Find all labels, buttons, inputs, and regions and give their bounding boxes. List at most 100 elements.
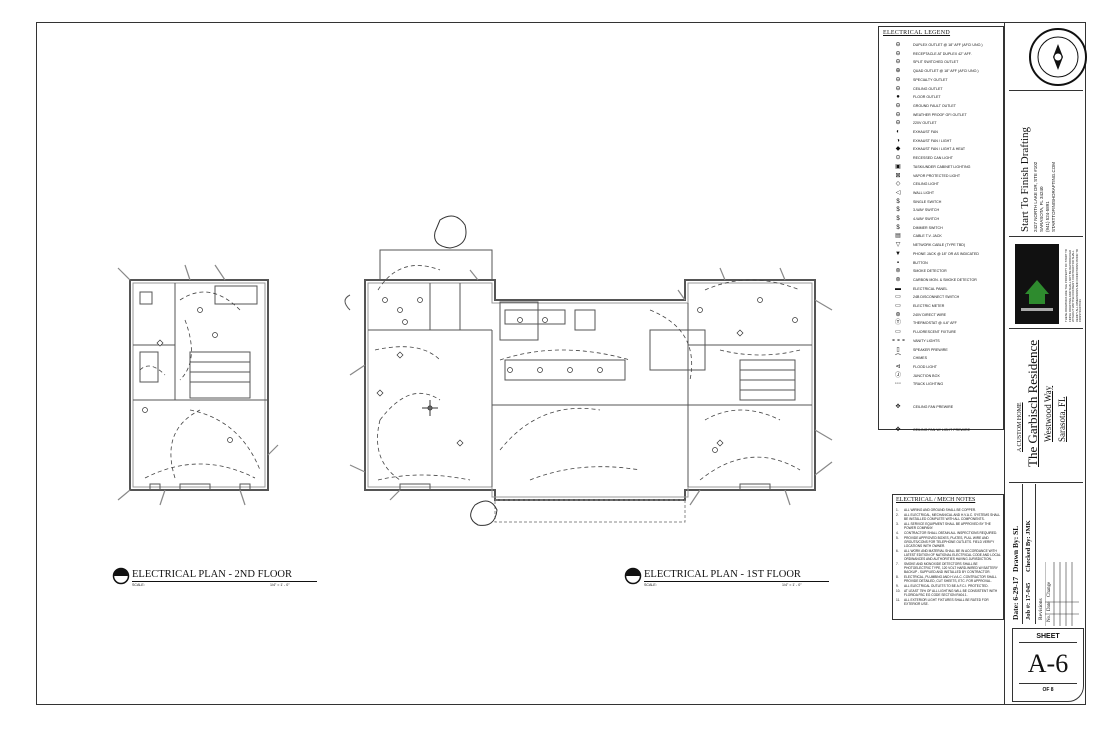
legend-item: ▪BUTTON [879, 259, 1003, 268]
note-text: ALL WORK AND MATERIAL SHALL BE IN ACCORD… [904, 549, 1001, 561]
revisions-grid [1045, 562, 1079, 626]
220v-outlet-icon: ⊖ [895, 120, 901, 127]
carbon-monoxide-detector-icon: ⊚ [895, 276, 901, 283]
track-lighting-icon: ◦◦◦ [894, 381, 902, 388]
title-block: Start To Finish Drafting 2427 NORTH LAKE… [1004, 22, 1087, 705]
job-number: Job #: 17-045 [1025, 582, 1032, 620]
section-marker-icon [624, 567, 642, 585]
legend-item: ▭24B DISCONNECT SWITCH [879, 293, 1003, 302]
legend-item-label: CEILING LIGHT [913, 182, 939, 187]
legend-item-label: SPLIT SWITCHED OUTLET [913, 60, 959, 65]
legend-item-label: ELECTRIC METER [913, 304, 945, 308]
legend-item: ⌒CHIMES [879, 354, 1003, 363]
ceiling-fan-prewire-icon: ✥ [895, 404, 901, 410]
legend-item: ⊚CARBON MON. & SMOKE DETECTOR [879, 276, 1003, 285]
legend-item-label: VANITY LIGHTS [913, 338, 940, 343]
house-logo-icon [1021, 280, 1053, 311]
legend-item-label: WALL LIGHT [913, 190, 935, 195]
legend-item-label: SINGLE SWITCH [913, 199, 942, 204]
legend-item-label: EXHAUST FAN / LIGHT [913, 138, 952, 143]
phone-jack-icon: ▼ [895, 250, 901, 257]
speaker-prewire-icon: ▯ [896, 346, 900, 353]
legend-item: ⊖ RECEPTACLE AT DUPLEX 42" AFF. [879, 50, 1003, 59]
specialty-outlet-icon: ⊖ [895, 76, 901, 83]
project-type: A CUSTOM HOME [1017, 402, 1023, 452]
legend-item-label: FLOOR OUTLET [913, 95, 941, 100]
direct-wire-icon: ⊛ [895, 311, 901, 318]
floor-plans-drawing [117, 215, 833, 526]
floor-outlet-icon: ● [896, 94, 900, 101]
legend-item: ⊚ SMOKE DETECTOR [879, 267, 1003, 276]
button-icon: ▪ [896, 259, 900, 266]
company-seal-icon [1029, 28, 1087, 86]
second-floor-scale-value: 1/4" = 1' - 0" [270, 583, 290, 587]
note-text: CONTRACTOR SHALL OBTAIN ALL INSPECTIONS … [904, 531, 998, 535]
legend-item-label: TASK/UNDER CABINET LIGHTING [913, 164, 971, 169]
note-number: 11. [896, 598, 901, 602]
first-floor-plan-title: ELECTRICAL PLAN - 1ST FLOOR [644, 569, 801, 580]
note-number: 6. [896, 549, 899, 553]
thermostat-icon: Ⓣ [894, 320, 901, 327]
legend-item-label: SPEAKER PREWIRE [913, 347, 948, 352]
legend-item-label: RECEPTACLE AT DUPLEX 42" AFF. [913, 51, 972, 56]
note-text: ALL EXTERIOR LIGHT FIXTURES SHALL BE RAT… [904, 598, 989, 606]
4-way-switch-icon: $ [896, 216, 900, 222]
legend-item: ✥CEILING FAN W/ LIGHT PREWIRE [879, 426, 1003, 435]
legend-item: ▼ PHONE JACK @ 18" OR AS INDICATED [879, 250, 1003, 259]
receptacle-icon: ⊖ [895, 50, 901, 57]
legend-item: ◑EXHAUST FAN / LIGHT [879, 137, 1003, 146]
legend-item: ⊠ VAPOR PROTECTED LIGHT [879, 172, 1003, 181]
second-floor-scale-label: SCALE: [132, 583, 145, 587]
legend-item-label: PHONE JACK @ 18" OR AS INDICATED [913, 251, 979, 256]
legend-item: ⊖220V OUTLET [879, 119, 1003, 128]
ceiling-outlet-icon: ⊖ [895, 85, 901, 92]
legend-item: ⊖ SPECIALTY OUTLET [879, 76, 1003, 85]
note-text: ALL SERVICE EQUIPMENT SHALL BE APPROVED … [904, 522, 991, 530]
vapor-protected-light-icon: ⊠ [895, 172, 901, 179]
legend-item-label: FLOOD LIGHT [913, 364, 937, 369]
legend-item: ⊖SPLIT SWITCHED OUTLET [879, 58, 1003, 67]
dimmer-switch-icon: $ [896, 224, 900, 231]
legend-item-label: CABLE T.V. JACK [913, 234, 942, 239]
notes-title: ELECTRICAL / MECH NOTES [896, 497, 976, 503]
first-floor-scale-label: SCALE: [644, 583, 657, 587]
note-number: 7. [896, 562, 899, 566]
project-street: Westwood Way [1043, 385, 1053, 442]
company-phone: (941) 524-5891 [1045, 201, 1050, 232]
legend-item-label: THERMOSTAT @ 4-6" AFF [913, 321, 957, 326]
legend-item-label: 4-WAY SWITCH [913, 217, 940, 221]
note-number: 10. [896, 589, 901, 593]
note-text: ALL ELECTRICAL OUTLETS TO BE A.F.C.I. PR… [904, 584, 989, 588]
task-lighting-icon: ▣ [895, 163, 901, 170]
legend-item-label: SMOKE DETECTOR [913, 269, 947, 274]
legend-item-label: SPECIALTY OUTLET [913, 77, 948, 82]
legend-item: ▭ELECTRIC METER [879, 302, 1003, 311]
company-address-2: SARASOTA, FL 34240 [1039, 186, 1044, 232]
legend-item: ◦◦◦TRACK LIGHTING [879, 380, 1003, 389]
legend-item: ● FLOOR OUTLET [879, 93, 1003, 102]
note-text: PROVIDE APPROVED BOXES, PLATES, PULL WIR… [904, 536, 995, 548]
exhaust-fan-light-heat-icon: ◆ [895, 146, 901, 153]
legend-item-label: VAPOR PROTECTED LIGHT [913, 173, 961, 178]
legend-item: $SINGLE SWITCH [879, 198, 1003, 207]
drawn-by: Drawn By: SL [1011, 525, 1020, 572]
smoke-detector-icon: ⊚ [895, 268, 901, 275]
quad-outlet-icon: ⊕ [895, 68, 901, 75]
legend-item-label: NETWORK CABLE (TYPE TBD) [913, 243, 966, 248]
legend-item: ⊕QUAD OUTLET @ 18" AFF (AFCI UNO.) [879, 67, 1003, 76]
legend-item: ▽NETWORK CABLE (TYPE TBD) [879, 241, 1003, 250]
exhaust-fan-icon: ◐ [896, 129, 900, 135]
ceiling-fan-light-prewire-icon: ✥ [895, 426, 901, 433]
disclaimer-text: THESE DRAWINGS ARE THE PROPERTY OF START… [1064, 248, 1082, 322]
company-name: Start To Finish Drafting [1019, 126, 1031, 232]
note-text: AT LEAST 75% OF ALL LIGHTING WILL BE CON… [904, 589, 998, 597]
legend-item: ⊖GROUND FAULT OUTLET [879, 102, 1003, 111]
legend-item: ⊛240V DIRECT WIRE [879, 311, 1003, 320]
legend-item: $4-WAY SWITCH [879, 215, 1003, 224]
legend-item-label: 24B DISCONNECT SWITCH [913, 295, 960, 300]
legend-item: ⊖WEATHER PROOF GFI OUTLET [879, 111, 1003, 120]
legend-item: ⊖DUPLEX OUTLET @ 18" AFF (AFCI UNO.) [879, 41, 1003, 50]
legend-item: ◆EXHAUST FAN / LIGHT & HEAT [879, 145, 1003, 154]
company-logo [1015, 244, 1059, 324]
